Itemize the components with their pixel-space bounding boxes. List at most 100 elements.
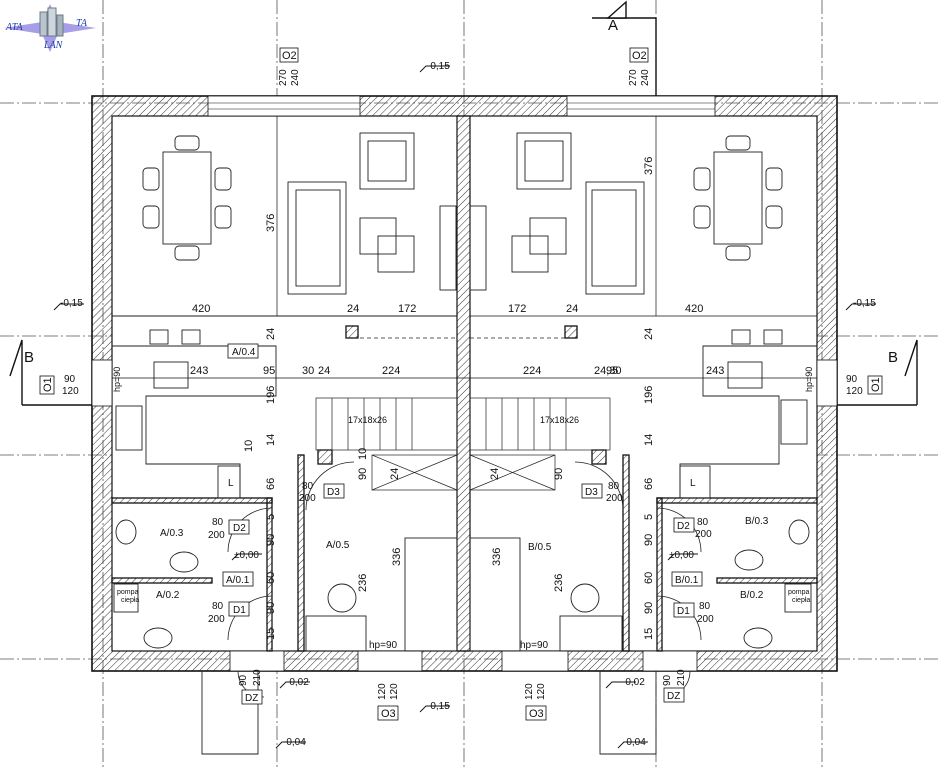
level-outside-right: -0,04 [623, 737, 646, 748]
dim-90-b: 90 [643, 534, 655, 546]
section-marker-b-left [9, 339, 92, 406]
dim-420-left: 420 [192, 303, 210, 315]
window-tag-o3-right: O3 [529, 708, 544, 720]
o3-a-left: 120 [377, 683, 388, 700]
section-b-left-label: B [24, 349, 34, 366]
o1-b-left: 120 [62, 386, 79, 397]
door-d2-h-right: 200 [695, 529, 712, 540]
o3-b-left: 120 [389, 683, 400, 700]
door-d3-left: D3 [327, 487, 340, 498]
door-d3-right: D3 [585, 487, 598, 498]
door-dz-w-left: 90 [238, 674, 249, 686]
dim-2430-right: 24,30 [594, 365, 622, 377]
tag-boxes [39, 47, 883, 721]
sill-hall-right: hp=90 [520, 640, 549, 651]
heat-pump-right-2: ciepła [792, 597, 810, 604]
level-entry-right: -0,02 [622, 677, 645, 688]
dim-10-66-left: 66 [265, 478, 277, 490]
sofa-left [287, 181, 347, 295]
sink-left [115, 405, 143, 451]
dim-196-right: 196 [643, 386, 655, 404]
dim-14-right: 14 [643, 434, 655, 446]
dim-90-stair-left: 90 [357, 468, 369, 480]
door-dz-h-right: 210 [676, 669, 687, 686]
door-d1-w-left: 80 [212, 601, 224, 612]
dim-15-right: 15 [643, 628, 655, 640]
dim-60-right: 60 [643, 572, 655, 584]
logo-text-1: ATA [6, 22, 23, 33]
door-d2-left: D2 [233, 523, 246, 534]
dim-376-left: 376 [265, 214, 277, 232]
o2-height-left: 270 [278, 69, 289, 86]
dim-10-66-right: 66 [643, 478, 655, 490]
dim-336-left: 336 [391, 548, 403, 566]
level-entry-left: -0,02 [286, 677, 309, 688]
level-side-left: -0,15 [60, 298, 83, 309]
dim-24-b: 24 [566, 303, 578, 315]
armchair-left [359, 132, 415, 190]
o3-b-right: 120 [536, 683, 547, 700]
dim-336-right: 336 [491, 548, 503, 566]
dimension-lines [112, 116, 817, 379]
dim-236-right: 236 [553, 574, 565, 592]
room-a03: A/0.3 [160, 528, 184, 539]
door-dz-left: DZ [245, 693, 258, 704]
dim-90-c: 90 [265, 602, 277, 614]
door-d1-w-right: 80 [699, 601, 711, 612]
door-d3-w-left: 80 [302, 481, 314, 492]
dim-376-right: 376 [643, 157, 655, 175]
dim-60-left: 60 [265, 572, 277, 584]
door-d1-right: D1 [677, 606, 690, 617]
level-marks [53, 65, 876, 749]
dim-15-left: 15 [265, 628, 277, 640]
room-a04: A/0.4 [232, 347, 256, 358]
dim-172-left: 172 [398, 303, 416, 315]
section-marker-b-right [837, 339, 918, 406]
level-side-right: -0,15 [853, 298, 876, 309]
dim-196-left: 196 [265, 386, 277, 404]
window-tag-o3-left: O3 [381, 708, 396, 720]
o1-b-right: 120 [846, 386, 863, 397]
dim-14-left: 14 [265, 434, 277, 446]
sofa-right [585, 181, 645, 295]
door-d1-h-left: 200 [208, 614, 225, 625]
dining-table-right [713, 151, 763, 245]
dim-10-left: 10 [243, 440, 255, 452]
door-d2-w-right: 80 [697, 517, 709, 528]
sink-right [780, 399, 808, 445]
room-b03: B/0.3 [745, 516, 769, 527]
o2-width-left: 240 [290, 69, 301, 86]
stairs-spec-left: 17x18x26 [348, 415, 387, 425]
level-hall-right: ±0,00 [669, 550, 694, 561]
door-dz-w-right: 90 [662, 674, 673, 686]
room-b05: B/0.5 [528, 542, 552, 553]
section-marker-a [592, 0, 657, 96]
door-d1-h-right: 200 [697, 614, 714, 625]
dim-24-e: 24 [643, 328, 655, 340]
furniture [112, 132, 817, 755]
dim-10-stair-left: 10 [357, 448, 369, 460]
dim-95-right: 95 [606, 365, 618, 377]
door-d2-right: D2 [677, 521, 690, 532]
dim-90-a: 90 [265, 534, 277, 546]
section-b-right-label: B [888, 349, 898, 366]
armchair-right [516, 132, 572, 190]
section-a-label: A [608, 17, 618, 34]
dim-172-right: 172 [508, 303, 526, 315]
dim-224-right: 224 [523, 365, 541, 377]
o1-a-left: 90 [64, 374, 76, 385]
logo-star-icon [4, 4, 96, 52]
fridge-left: L [228, 478, 234, 489]
level-bottom: -0,15 [427, 701, 450, 712]
tv-right [469, 205, 487, 291]
dim-420-right: 420 [685, 303, 703, 315]
door-d1-left: D1 [233, 605, 246, 616]
heat-pump-left-1: pompa [117, 589, 139, 596]
logo-text-3: LAN [44, 40, 63, 51]
outer-walls [91, 95, 838, 672]
heat-pump-left-2: ciepła [121, 597, 139, 604]
door-d2-h-left: 200 [208, 530, 225, 541]
room-b02: B/0.2 [740, 590, 764, 601]
dim-90-d: 90 [643, 602, 655, 614]
